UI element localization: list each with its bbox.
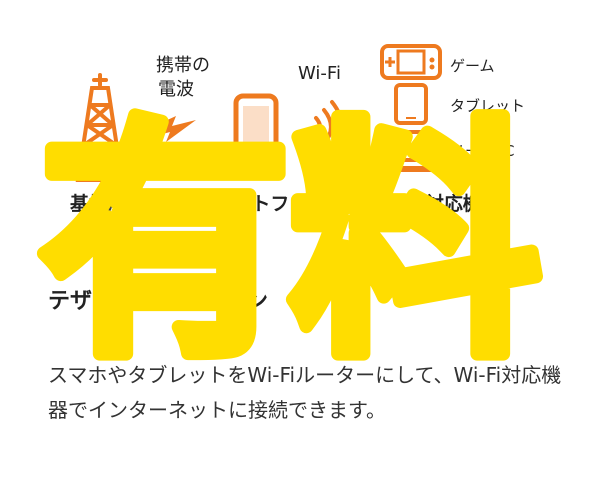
- smartphone-icon: [233, 93, 279, 165]
- base-station-label: 基地局: [70, 193, 128, 215]
- tablet-label: タブレット: [450, 97, 526, 115]
- wifi-devices-label: Wi-Fi対応機器: [370, 193, 501, 215]
- radio-label-line1: 携帯の: [156, 55, 210, 76]
- smartphone-label: スマートフォン: [195, 193, 328, 215]
- wifi-waves-icon: [314, 100, 344, 154]
- section-heading: テザリングオプション: [48, 289, 269, 314]
- game-label: ゲーム: [450, 57, 495, 75]
- lightning-icon: [148, 116, 196, 142]
- section-description: スマホやタブレットをWi-Fiルーターにして、Wi-Fi対応機器でインターネット…: [48, 363, 562, 422]
- game-console-icon: [380, 44, 442, 80]
- diagram-illustration: [75, 44, 442, 182]
- wifi-label: Wi-Fi: [298, 63, 341, 84]
- tethering-diagram: 携帯の 電波 Wi-Fi ゲーム タブレット ノートPC 基地局 スマートフォン…: [70, 44, 526, 215]
- tablet-icon: [394, 83, 428, 125]
- radio-label-line2: 電波: [158, 79, 194, 100]
- notepc-label: ノートPC: [450, 142, 515, 160]
- laptop-icon: [384, 130, 442, 172]
- base-station-tower-icon: [75, 73, 125, 182]
